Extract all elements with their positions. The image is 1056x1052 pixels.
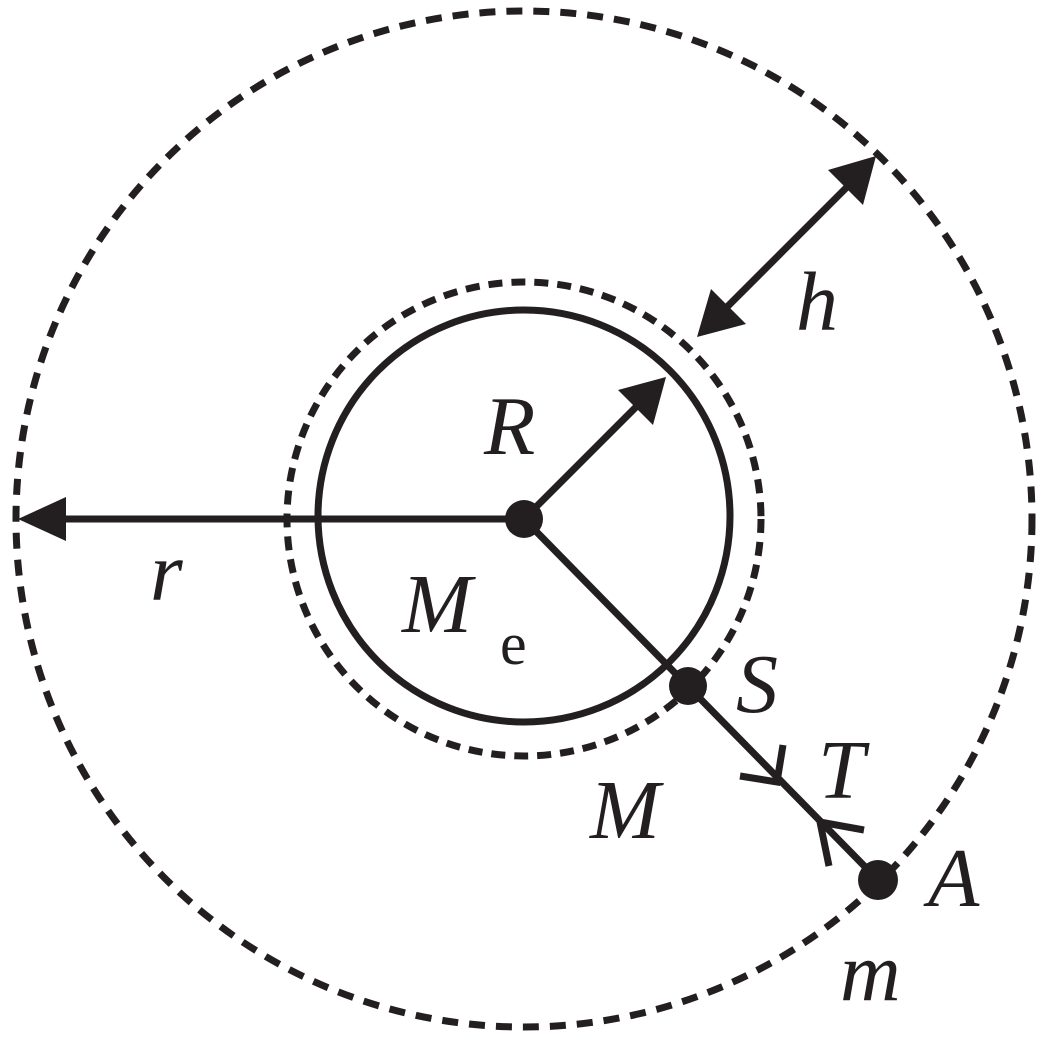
label-T: T [818,724,870,817]
point-S [669,667,707,705]
radius-r-arrowhead [18,497,66,541]
tension-arrow-toward-A [739,744,787,787]
label-M: M [589,764,664,857]
center-point [505,500,543,538]
label-r: r [150,526,183,619]
label-m: m [840,926,901,1019]
label-R: R [483,380,535,473]
height-h-arrowhead-outer [828,156,876,205]
label-A: A [923,832,980,925]
outer-orbit-circle [12,7,1036,1031]
point-A [858,860,898,900]
label-S: S [736,638,778,731]
radius-R-line [521,400,643,522]
radius-R-arrowhead [618,377,666,425]
height-h-line [719,179,855,315]
tension-arrow-toward-S [815,817,865,867]
label-Me-subscript: e [500,611,527,677]
label-h: h [796,256,838,349]
height-h-arrowhead-inner [697,289,746,337]
label-Me: M [401,558,476,651]
